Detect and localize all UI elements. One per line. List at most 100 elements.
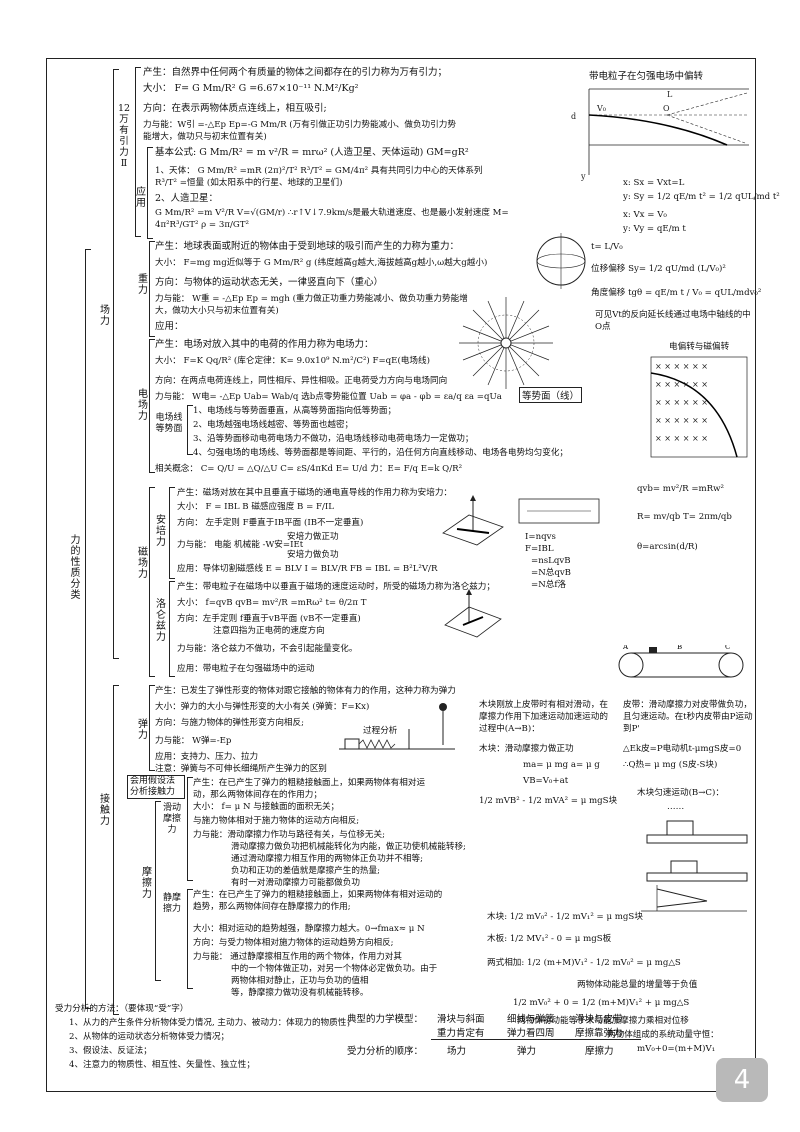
static-size: 大小：相对运动的趋势越强，静摩擦力越大。0→fmax≈ μ N: [193, 924, 425, 934]
lorentz-work: 力与能：洛仑兹力不做功，不会引起能量变化。: [177, 644, 358, 654]
ampere-brace: [169, 487, 175, 579]
plank-eq-8: mV₀+0=(m+M)V₁: [637, 1044, 716, 1054]
friction-brace: [155, 801, 161, 981]
models-row-1-cell-2: 细线与弹簧: [507, 1014, 555, 1025]
gravitation-app-brace: [147, 147, 153, 239]
elastic-size: 大小：弹力的大小与弹性形变的大小有关 (弹簧：F=Kx): [155, 702, 370, 712]
gravitation-app2b: G Mm/R² =m V²/R V=√(GM/r) ∴r↑V↓7.9km/s是最…: [155, 208, 509, 230]
belt-right-4: 木块匀速运动(B→C)：: [637, 788, 724, 798]
lorentz-note: 注意四指为正电荷的速度方向: [213, 626, 325, 636]
gravity-work: 力与能： W重 = -△Ep Ep = mgh (重力做正功重力势能减小、做负功…: [155, 294, 468, 316]
magnetic-brace: [149, 487, 155, 677]
field-brace: [113, 69, 119, 659]
svg-text:A: A: [622, 645, 629, 651]
deflect-offset: 位移偏移 Sy= 1/2 qU/md (L/V₀)²: [591, 264, 726, 274]
static-label: 静摩擦力: [162, 893, 181, 914]
gravity-app: 应用：: [155, 321, 184, 332]
ampere-I: I=nqvs: [525, 532, 556, 542]
sliding-work-3: 通过滑动摩擦力相互作用的两物体正负功并不相等;: [231, 854, 423, 864]
page-number-badge: 4: [716, 1058, 768, 1102]
deflect-t: t= L/V₀: [591, 242, 623, 252]
contact-force-label: 接触力: [100, 794, 110, 827]
gravitation-brace: [135, 67, 141, 237]
models-row-2-cell-1: 重力肯定有: [437, 1028, 485, 1039]
earth-diagram: [536, 233, 586, 289]
gravitation-size: 大小： F= G Mm/R² G =6.67×10⁻¹¹ N.M²/Kg²: [143, 83, 359, 94]
deflect-vx: x: Vx = V₀: [623, 210, 667, 220]
gravitation-app2: 2、人造卫星：: [155, 193, 219, 204]
sliding-work-2: 滑动摩擦力做负功把机械能转化为内能，做正功使机械能转移;: [231, 842, 466, 852]
static-work-2: 中的一个物体做正功，对另一个物体必定做负功。由于两物体相对静止，正功与负功的值相: [231, 964, 438, 986]
gravitation-formula: 基本公式: G Mm/R² = m v²/R = mrω² (人造卫星、天体运动…: [155, 147, 469, 158]
plank-eq-5: 1/2 mV₀² + 0 = 1/2 (m+M)V₁² + μ mg△S: [513, 998, 690, 1008]
lorentz-origin: 产生：带电粒子在磁场中以垂直于磁场的速度运动时，所受的磁场力称为洛仑兹力；: [177, 582, 495, 592]
em-title: 电偏转与磁偏转: [669, 342, 730, 352]
lorentz-force-diagram: [444, 589, 502, 638]
gravitation-work: 力与能：W引 =-△Ep Ep=-G Mm/R (万有引做正功引力势能减小、做负…: [143, 120, 456, 142]
gravitation-label: 12万有引力Ⅱ: [117, 103, 131, 169]
eq-surface-brace: [187, 405, 193, 455]
gravity-origin: 产生：地球表面或附近的物体由于受到地球的吸引而产生的力称为重力：: [155, 241, 460, 252]
contact-brace: [113, 685, 119, 1015]
static-work-3: 等，静摩擦力做功没有机械能转移。: [231, 988, 369, 998]
gravity-size: 大小： F=mg mg近似等于 G Mm/R² g (纬度越高g越大,海拔越高g…: [155, 258, 488, 268]
friction-label: 摩擦力: [142, 867, 152, 900]
gravity-label: 重力: [138, 274, 148, 296]
notes-sheet: 力的性质分类 场力 接触力 12万有引力Ⅱ 产生：自然界中任何两个有质量的物体之…: [46, 58, 780, 1092]
method-1: 1、从力的产生条件分析物体受力情况, 主动力、被动力：体现力的物质性；: [69, 1018, 355, 1028]
svg-text:× × × × × ×: × × × × × ×: [655, 434, 708, 443]
static-brace: [187, 889, 193, 989]
gravity-brace: [149, 241, 155, 337]
plank-note-4: 两物体动能总量的增量等于负值: [577, 980, 698, 990]
belt-right-1: 皮带：滑动摩擦力对皮带做负功，且匀速运动。在t秒内皮带由P运动到P': [623, 700, 753, 734]
models-row-3-cell-2: 弹力: [517, 1046, 537, 1057]
belt-eq-1: ma= μ mg a= μ g: [523, 760, 600, 770]
eq-line-4: 4、匀强电场的电场线、等势面都是等间距、平行的，沿任何方向直线移动、电场各电势均…: [193, 448, 569, 458]
ampere-work-positive: 安培力做正功: [287, 532, 339, 542]
sliding-size: 大小： f= μ N 与接触面的面积无关；: [193, 802, 340, 812]
belt-right-5: ……: [667, 802, 685, 812]
sliding-work-1: 力与能：滑动摩擦力作功与路径有关，与位移无关;: [193, 830, 385, 840]
svg-text:d: d: [571, 112, 576, 121]
plank-note-7: 两物体组成的系统动量守恒：: [607, 1030, 719, 1040]
deflect-x: x: Sx = Vxt=L: [623, 178, 685, 188]
elastic-direction: 方向：与施力物体的弹性形变方向相反;: [155, 718, 304, 728]
gravitation-app-label: 应用: [136, 187, 146, 209]
svg-text:C: C: [725, 645, 730, 651]
models-row-3-label: 受力分析的顺序：: [347, 1046, 424, 1057]
models-row-2-cell-2: 弹力看四周: [507, 1028, 555, 1039]
ampere-work: 力与能： 电能 机械能 -W安=IEt: [177, 540, 304, 550]
electric-label: 电场力: [138, 389, 148, 422]
ampere-n1: =nsLqvB: [531, 556, 571, 566]
elastic-app: 应用：支持力、压力、拉力: [155, 752, 259, 762]
sliding-direction: 与施力物体相对于施力物体的运动方向相反;: [193, 816, 360, 826]
deflect-y: y: Sy = 1/2 qE/m t² = 1/2 qUL/md t²: [623, 192, 780, 202]
static-work-1: 力与能： 通过静摩擦相互作用的两个物体，作用力对其: [193, 952, 402, 962]
ampere-n2: =N总qvB: [531, 568, 571, 578]
belt-note-1: 木块刚放上皮带时有相对滑动，在摩擦力作用下加速运动加速运动的过程中(A→B)：: [479, 700, 608, 734]
svg-text:L: L: [667, 90, 673, 99]
gravitation-app1: 1、天体： G Mm/R² =mR (2π)²/T² R³/T² = GM/4π…: [155, 166, 483, 188]
root-label: 力的性质分类: [70, 535, 81, 601]
method-3: 3、假设法、反证法；: [69, 1046, 152, 1056]
spring-process-diagram: [339, 703, 455, 750]
method-2: 2、从物体的运动状态分析物体受力情况；: [69, 1032, 230, 1042]
plank-eq-1: 木块: 1/2 mV₀² - 1/2 mV₁² = μ mgS块: [487, 912, 643, 922]
lorentz-app: 应用：带电粒子在匀强磁场中的运动: [177, 664, 315, 674]
belt-eq-3: 1/2 mVB² - 1/2 mVA² = μ mgS块: [479, 796, 618, 806]
eq-line-3: 3、沿等势面移动电荷电场力不做功，沿电场线移动电荷电场力一定做功；: [193, 434, 474, 444]
ampere-F: F=IBL: [525, 544, 554, 554]
root-brace: [85, 249, 91, 1009]
electric-direction: 方向：在两点电荷连线上，同性相斥、异性相吸。正电荷受力方向与电场同向: [155, 376, 448, 386]
hypothesis-box: 会用假设法分析接触力: [127, 775, 185, 799]
ampere-size: 大小： F = IBL B 磁感应强度 B = F/IL: [177, 502, 334, 512]
field-force-label: 场力: [100, 305, 110, 327]
svg-text:O: O: [663, 104, 670, 113]
sliding-origin: 产生：在已产生了弹力的粗糙接触面上，如果两物体有相对运动，那么两物体间存在的作用…: [193, 778, 426, 800]
models-divider: [431, 1039, 641, 1040]
plank-note-6: 两物体初动能等于末动能加摩擦力乘相对位移: [517, 1016, 689, 1026]
ampere-direction: 方向： 左手定则 F垂直于IB平面 (IB不一定垂直): [177, 518, 364, 528]
belt-eq-2: VB=V₀+at: [523, 776, 569, 786]
svg-text:B: B: [677, 645, 682, 651]
lorentz-direction: 方向：左手定则 f垂直于vB平面 (vB不一定垂直): [177, 614, 361, 624]
